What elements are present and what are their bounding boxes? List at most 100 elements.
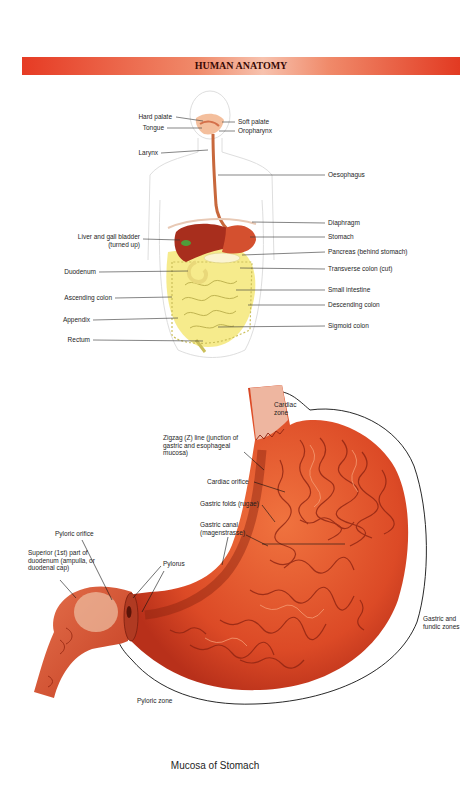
illustration-part <box>222 225 256 253</box>
illustration-part <box>316 438 341 540</box>
oesophagus-tube <box>213 134 228 230</box>
pylorus-ring <box>124 593 138 641</box>
stomach-shape <box>130 385 408 690</box>
illustration-part <box>250 587 354 610</box>
page-title: HUMAN ANATOMY <box>22 60 460 72</box>
illustration-part <box>299 440 311 524</box>
illustration-part <box>218 175 325 176</box>
illustration-part <box>240 268 325 269</box>
illustration-part <box>246 535 268 546</box>
illustration-part <box>240 658 304 668</box>
illustration-part <box>242 252 325 255</box>
part-label: Hard palate <box>120 113 172 121</box>
illustration-part <box>262 505 275 522</box>
illustration-part <box>60 580 76 598</box>
part-label: Larynx <box>110 149 158 157</box>
duodenal-cap <box>74 592 118 632</box>
part-label: Zigzag (Z) line (junction of gastric and… <box>163 434 245 457</box>
illustration-part <box>262 544 345 545</box>
illustration-part <box>310 445 321 507</box>
part-label: Pancreas (behind stomach) <box>328 248 438 256</box>
part-label: Pyloric zone <box>137 697 197 705</box>
illustration-part <box>189 262 206 282</box>
illustration-part <box>379 470 394 534</box>
part-label: Cardiac orifice <box>207 478 267 486</box>
illustration-part <box>204 253 240 263</box>
illustration-part <box>196 114 224 135</box>
illustration-part <box>182 280 238 328</box>
illustration-part <box>200 122 219 126</box>
illustration-part <box>352 450 358 492</box>
part-label: Cardiac zone <box>274 401 304 416</box>
illustration-part <box>166 248 255 347</box>
illustration-part <box>174 224 232 262</box>
mouth-region <box>196 114 224 135</box>
part-label: Liver and gall bladder (turned up) <box>64 233 140 248</box>
duodenal-folds <box>48 628 72 687</box>
part-label: Duodenum <box>46 268 96 276</box>
illustration-part <box>143 239 180 240</box>
gastric-canal <box>145 450 262 615</box>
pyloric-orifice <box>127 606 132 618</box>
part-label: Diaphragm <box>328 219 398 227</box>
illustration-part <box>252 222 325 223</box>
illustration-part <box>254 482 285 492</box>
illustration-part <box>236 290 325 291</box>
part-label: Sigmoid colon <box>328 322 418 330</box>
illustration-part <box>219 131 235 132</box>
fold-highlights <box>205 445 358 646</box>
part-label: Descending colon <box>328 301 418 309</box>
illustration-part <box>93 318 178 320</box>
part-label: Pylorus <box>163 560 203 568</box>
illustration-part <box>196 340 205 352</box>
illustration-part <box>161 150 208 153</box>
illustration-part <box>300 518 354 529</box>
part-label: Soft palate <box>238 118 288 126</box>
part-label: Stomach <box>328 233 398 241</box>
illustration-part <box>275 460 296 568</box>
illustration-part <box>250 237 325 238</box>
part-label: Superior (1st) part of duodenum (ampulla… <box>28 549 102 572</box>
part-label: Pyloric orifice <box>55 530 110 538</box>
figure-caption: Mucosa of Stomach <box>0 760 430 772</box>
illustration-part <box>181 240 191 246</box>
illustration-part <box>93 340 203 341</box>
part-label: Oesophagus <box>328 171 398 179</box>
illustration-part <box>356 452 378 538</box>
leader-lines-top <box>93 117 325 341</box>
part-label: Small intestine <box>328 286 418 294</box>
part-label: Gastric folds (rugae) <box>200 500 275 508</box>
illustration-part <box>99 271 188 272</box>
part-label: Tongue <box>116 124 164 132</box>
illustration-part <box>159 200 263 358</box>
abdomen-organs <box>166 224 256 352</box>
illustration-part <box>133 566 161 598</box>
leader-lines-bottom <box>60 452 345 612</box>
part-label: Appendix <box>40 316 90 324</box>
illustration-part <box>270 557 354 573</box>
illustration-part <box>170 628 206 634</box>
illustration-part <box>260 605 324 618</box>
illustration-part <box>172 262 252 343</box>
illustration-part <box>222 537 228 565</box>
gastric-folds <box>170 438 394 668</box>
part-label: Oropharynx <box>238 127 293 135</box>
illustration-part <box>218 326 325 327</box>
illustration-part <box>222 122 235 123</box>
illustration-part <box>244 452 264 470</box>
illustration-part <box>248 305 325 306</box>
illustration-part <box>190 91 230 139</box>
illustration-part <box>190 642 274 658</box>
part-label: Gastric and fundic zones <box>423 615 461 630</box>
part-label: Gastric canal (magenstrasse) <box>200 521 252 536</box>
illustration-part <box>220 617 326 639</box>
illustration-part <box>205 638 247 646</box>
illustration-part <box>115 297 172 298</box>
duodenum-shape <box>34 586 132 698</box>
part-label: Ascending colon <box>50 294 112 302</box>
illustration-part <box>142 571 164 612</box>
z-line <box>256 429 284 440</box>
illustration-part <box>167 128 202 129</box>
